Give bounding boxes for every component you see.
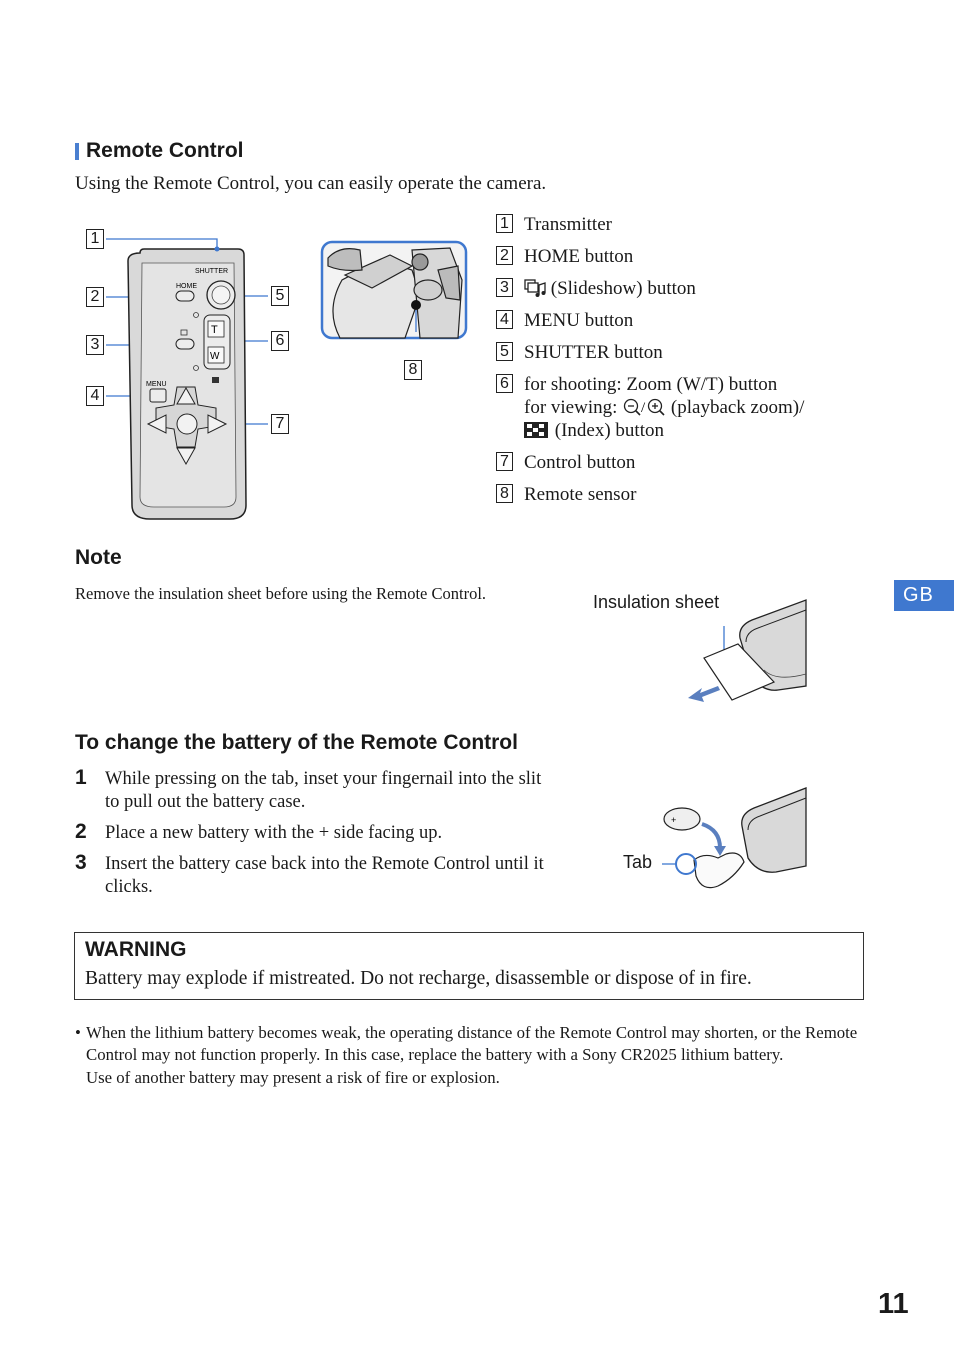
slideshow-small-icon — [180, 329, 188, 336]
battery-coin — [663, 807, 701, 831]
remote-menu-button[interactable] — [149, 388, 167, 403]
callout-7: 7 — [271, 414, 289, 434]
remote-sensor-dot — [411, 300, 421, 310]
remote-label-shutter: SHUTTER — [195, 268, 228, 275]
legend-item-zoom: 6 for shooting: Zoom (W/T) button for vi… — [496, 373, 876, 442]
remote-label-tele: T — [211, 324, 218, 336]
leader-line-1 — [106, 238, 218, 249]
note-title: Note — [75, 546, 122, 569]
section-accent-bar — [75, 143, 79, 160]
bullet-mark: • — [75, 1023, 81, 1042]
warning-box — [74, 932, 864, 1000]
callout-8: 8 — [404, 360, 422, 380]
insulation-sheet-label: Insulation sheet — [593, 592, 720, 612]
callout-4: 4 — [86, 386, 104, 406]
zoom-out-small-icon — [193, 365, 199, 371]
svg-text:+: + — [671, 815, 676, 825]
section-title: Remote Control — [86, 139, 244, 162]
index-small-icon — [212, 377, 219, 383]
remote-label-menu: MENU — [146, 381, 167, 388]
battery-section-title: To change the battery of the Remote Cont… — [75, 731, 518, 754]
bullet-text-1: When the lithium battery becomes weak, t… — [86, 1023, 858, 1065]
insulation-sheet-illustration — [688, 599, 807, 702]
page-number: 11 — [878, 1288, 909, 1320]
callout-3: 3 — [86, 335, 104, 355]
slideshow-icon — [524, 279, 546, 297]
svg-text:/: / — [641, 400, 646, 416]
legend-item-slideshow: 3 (Slideshow) button — [496, 277, 876, 300]
camera-closeup-illustration — [320, 240, 468, 340]
callout-6: 6 — [271, 331, 289, 351]
remote-slideshow-button[interactable] — [175, 338, 195, 350]
tab-highlight-circle — [675, 853, 697, 875]
warning-title: WARNING — [85, 938, 187, 961]
remote-control-illustration: SHUTTER HOME MENU T W — [106, 238, 268, 520]
language-side-tab: GB — [894, 580, 954, 611]
playback-zoom-icon: / — [624, 398, 665, 416]
remote-label-wide: W — [210, 351, 220, 362]
bullet-text-2: Use of another battery may present a ris… — [86, 1067, 500, 1087]
battery-replacement-illustration: + — [662, 787, 807, 889]
index-icon — [524, 422, 548, 438]
warning-text: Battery may explode if mistreated. Do no… — [85, 968, 752, 989]
callout-5: 5 — [271, 286, 289, 306]
battery-bullet-note: • When the lithium battery becomes weak,… — [75, 1022, 875, 1089]
tab-label: Tab — [623, 852, 653, 872]
note-text: Remove the insulation sheet before using… — [75, 584, 487, 603]
remote-home-button[interactable] — [175, 290, 195, 302]
transmitter-dot — [214, 246, 220, 252]
zoom-in-small-icon — [193, 312, 199, 318]
remote-label-home: HOME — [176, 283, 197, 290]
section-intro: Using the Remote Control, you can easily… — [75, 173, 547, 194]
callout-2: 2 — [86, 287, 104, 307]
callout-1: 1 — [86, 229, 104, 249]
